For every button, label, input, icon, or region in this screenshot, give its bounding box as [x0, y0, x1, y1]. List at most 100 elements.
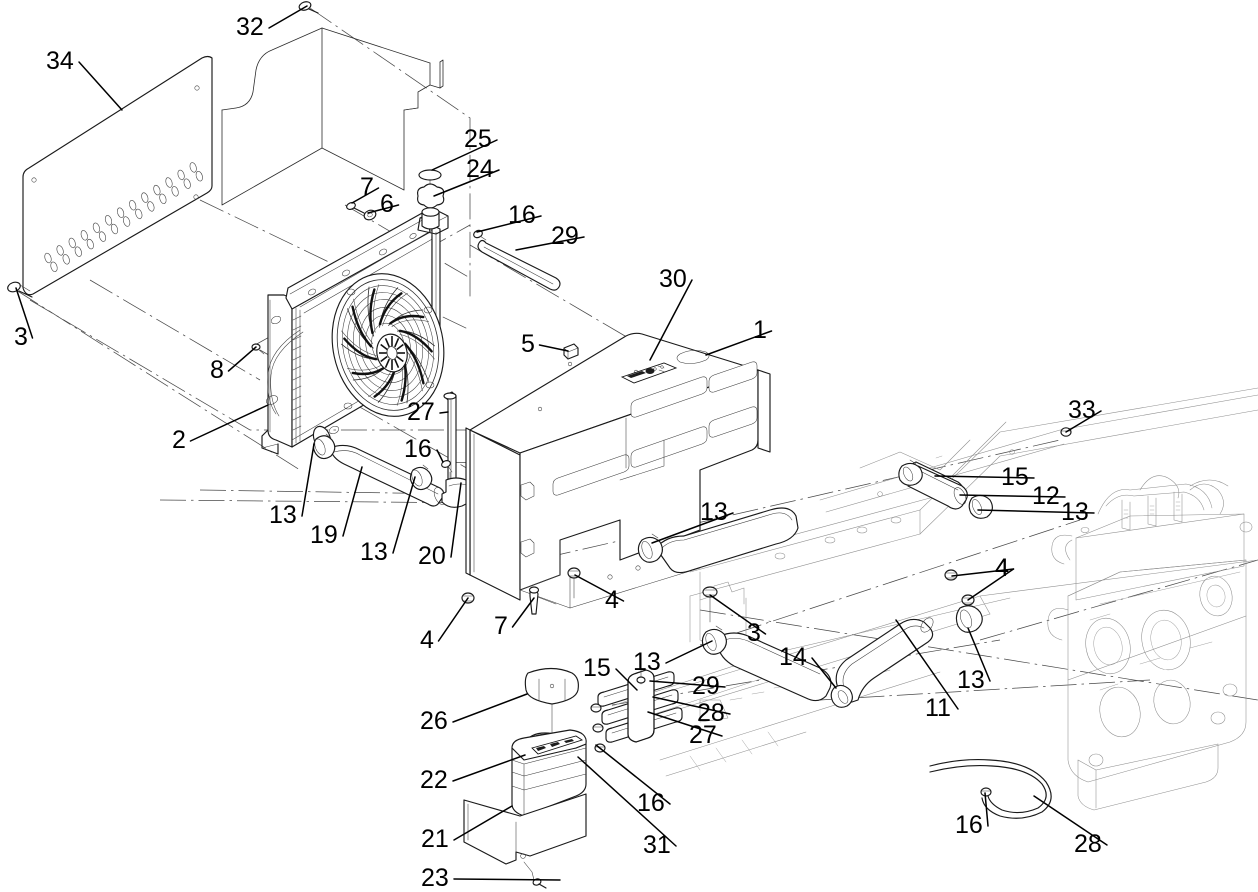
overflow-hose-28	[929, 759, 1052, 819]
callout-13: 13	[633, 648, 661, 676]
callout-13: 13	[269, 501, 297, 529]
callout-20: 20	[418, 542, 446, 570]
callout-12: 12	[1032, 482, 1060, 510]
reservoir-assembly	[463, 667, 587, 889]
leader-16	[984, 792, 989, 827]
engine-reference	[1047, 475, 1253, 811]
radiator-support-frame	[221, 27, 444, 206]
callout-25: 25	[464, 125, 492, 153]
fastener-7-b	[528, 586, 540, 615]
reservoir-decal-31	[531, 735, 584, 755]
leader-16	[595, 744, 671, 805]
leader-4	[951, 568, 1015, 577]
leader-5	[538, 344, 569, 352]
hose-clamp-14	[830, 684, 853, 708]
callout-13: 13	[360, 538, 388, 566]
screw-23	[523, 861, 547, 889]
callout-13: 13	[957, 666, 985, 694]
callout-29: 29	[551, 222, 579, 250]
callout-31: 31	[643, 831, 671, 859]
hose-clamp-15-upper	[898, 459, 923, 486]
hose-clamp-13-reservoir	[701, 625, 727, 655]
leader-28	[652, 696, 731, 715]
callout-4: 4	[605, 586, 619, 614]
leader-20	[450, 482, 462, 558]
callout-13: 13	[1061, 498, 1089, 526]
hose-clamp-13-b	[409, 464, 433, 491]
callout-4: 4	[995, 554, 1009, 582]
leader-24	[433, 169, 500, 197]
leader-7	[511, 597, 535, 628]
callout-22: 22	[420, 766, 448, 794]
leader-2	[189, 404, 269, 442]
hose-clamp-13-lower-right	[955, 605, 983, 633]
radiator-cap-24-25	[417, 169, 445, 230]
callout-4: 4	[995, 554, 1009, 582]
clamp-16-overflow	[980, 787, 992, 797]
callout-24: 24	[466, 155, 494, 183]
clamp-16-reservoir-1	[590, 703, 602, 713]
leader-29	[515, 236, 585, 251]
leader-11	[895, 619, 959, 710]
leader-3	[15, 287, 34, 339]
washer-6	[363, 209, 377, 221]
leader-27	[647, 711, 723, 737]
callout-8: 8	[210, 356, 224, 384]
leader-12	[959, 494, 1066, 498]
callout-23: 23	[421, 864, 449, 892]
leader-15	[615, 668, 638, 691]
callout-7: 7	[494, 612, 508, 640]
leader-25	[431, 139, 498, 171]
callout-3: 3	[747, 619, 761, 647]
leader-13	[977, 509, 1095, 514]
callout-leader-lines	[15, 5, 1108, 881]
fan-hub-spokes	[379, 336, 405, 370]
screw-7-upper	[346, 202, 365, 214]
leader-1	[705, 330, 773, 356]
hose-to-reservoir	[717, 632, 832, 702]
callout-16: 16	[637, 789, 665, 817]
callout-21: 21	[421, 825, 449, 853]
leader-21	[453, 805, 513, 841]
vent-hose-29	[477, 239, 561, 291]
leader-14	[811, 657, 837, 689]
callout-11: 11	[925, 694, 951, 722]
leader-13	[301, 443, 315, 517]
screen-hole-pattern	[44, 162, 203, 272]
cooling-fan	[331, 273, 445, 417]
callout-1: 1	[753, 316, 767, 344]
top-rail-holes	[307, 233, 417, 296]
hose-clamp-13-a	[312, 433, 336, 460]
callout-27: 27	[689, 721, 717, 749]
leader-34	[78, 61, 123, 111]
leader-30	[649, 279, 693, 361]
callout-32: 32	[236, 13, 264, 41]
leader-16	[436, 449, 444, 463]
leader-22	[452, 754, 526, 782]
callout-5: 5	[521, 330, 535, 358]
leader-7	[351, 187, 380, 204]
leader-31	[577, 756, 677, 847]
leader-23	[453, 878, 561, 881]
leader-13	[665, 640, 713, 664]
callout-34: 34	[46, 47, 74, 75]
callout-27: 27	[407, 398, 435, 426]
callout-16: 16	[508, 201, 536, 229]
leader-15	[934, 475, 1035, 479]
leader-4	[574, 574, 625, 602]
hose-clamp-13-tube	[968, 494, 993, 519]
leader-26	[452, 693, 528, 723]
callout-6: 6	[380, 190, 394, 218]
leader-32	[268, 5, 308, 29]
callout-14: 14	[779, 643, 807, 671]
leader-8	[227, 346, 257, 372]
lower-radiator-hose-11	[835, 617, 934, 703]
callout-16: 16	[404, 435, 432, 463]
warning-decal-30	[620, 362, 678, 384]
leader-27	[439, 411, 449, 414]
screw-32	[298, 1, 319, 14]
leader-4	[437, 597, 469, 642]
bypass-hose-19	[329, 444, 447, 507]
